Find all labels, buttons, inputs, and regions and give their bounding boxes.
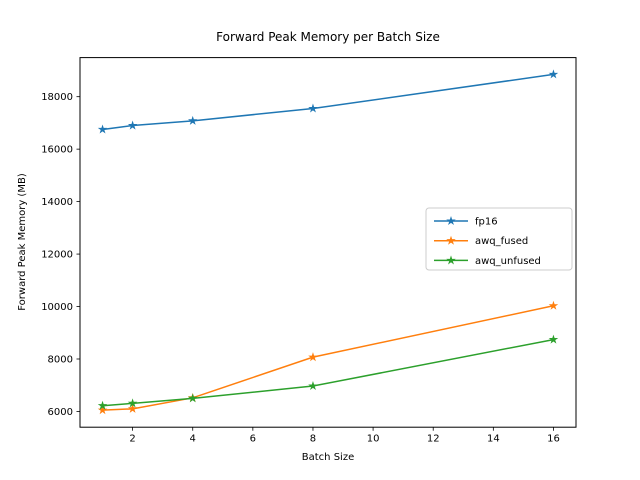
- series-marker-awq_unfused: [127, 398, 138, 408]
- plot-layer: 2 4 6 8 10 12 14 16 6000 8000 10000 12000 14000 16000…: [41, 69, 560, 445]
- legend-label-awq_unfused: awq_unfused: [475, 256, 541, 267]
- x-axis-label: Batch Size: [302, 452, 354, 463]
- series-marker-awq_fused: [127, 403, 138, 413]
- legend-marker-fp16: [446, 216, 456, 226]
- plot-area: [79, 57, 577, 428]
- y-tick-label: 12000: [41, 250, 73, 261]
- x-tick-label: 2: [129, 434, 135, 445]
- legend-marker-awq_unfused: [446, 255, 456, 265]
- series-marker-awq_unfused: [187, 393, 198, 403]
- y-tick-label: 8000: [48, 354, 73, 365]
- x-tick-label: 10: [367, 434, 380, 445]
- series-marker-awq_fused: [97, 405, 108, 415]
- y-tick-label: 16000: [41, 145, 73, 156]
- series-marker-awq_fused: [548, 300, 559, 310]
- x-tick-label: 14: [487, 434, 500, 445]
- legend-label-awq_fused: awq_fused: [475, 236, 528, 247]
- legend-marker-awq_fused: [446, 235, 456, 245]
- series-marker-awq_unfused: [548, 334, 559, 344]
- y-axis-label: Forward Peak Memory (MB): [17, 173, 28, 311]
- x-tick-label: 6: [250, 434, 256, 445]
- series-marker-awq_unfused: [97, 400, 108, 410]
- chart-title: Forward Peak Memory per Batch Size: [216, 30, 440, 44]
- legend-box: [425, 207, 573, 271]
- series-marker-fp16: [187, 115, 198, 125]
- y-tick-label: 10000: [41, 302, 73, 313]
- x-tick-label: 16: [547, 434, 560, 445]
- x-tick-label: 4: [190, 434, 196, 445]
- series-marker-awq_unfused: [308, 381, 318, 391]
- series-marker-awq_fused: [308, 352, 318, 362]
- series-marker-fp16: [127, 120, 138, 130]
- y-tick-label: 14000: [41, 197, 73, 208]
- x-tick-label: 12: [427, 434, 440, 445]
- series-marker-fp16: [548, 69, 559, 79]
- x-tick-label: 8: [310, 434, 316, 445]
- legend: fp16 awq_fused awq_unfused: [425, 207, 573, 271]
- legend-label-fp16: fp16: [475, 217, 498, 228]
- series-marker-fp16: [97, 124, 108, 134]
- y-tick-label: 6000: [48, 407, 73, 418]
- series-marker-fp16: [308, 103, 318, 113]
- y-tick-label: 18000: [41, 92, 73, 103]
